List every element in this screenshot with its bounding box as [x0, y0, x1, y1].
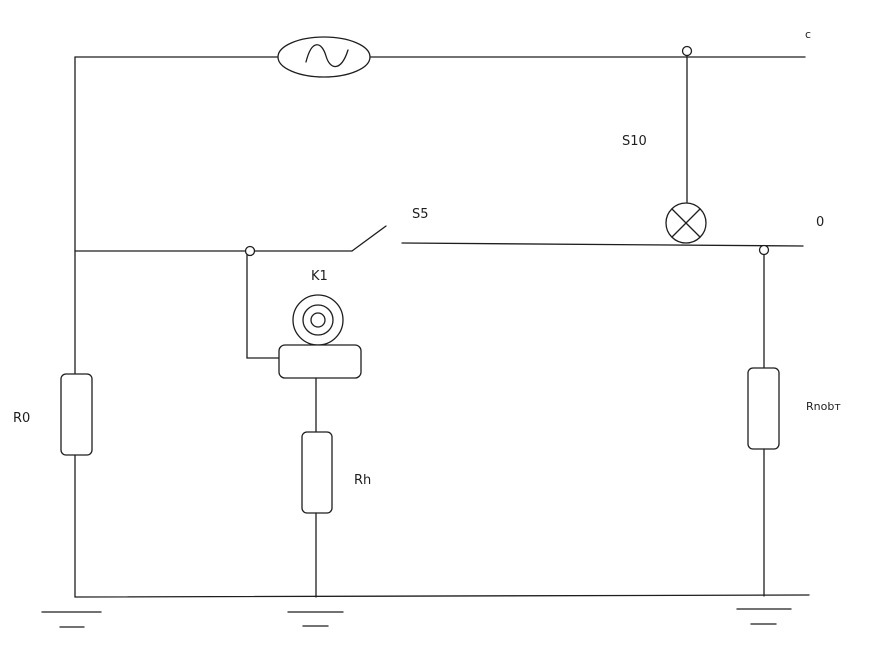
junction-rnobt: [758, 244, 770, 256]
label-phase-c: c: [805, 28, 811, 41]
label-s5: S5: [412, 207, 429, 222]
label-rnobt: Rnobт: [806, 400, 841, 413]
junction-k1: [244, 245, 256, 257]
resistor-rh: [301, 431, 333, 514]
label-s10: S10: [622, 134, 647, 149]
ground-icon: [287, 611, 344, 627]
ground-icon: [41, 611, 102, 628]
junction-s10-top: [681, 45, 693, 57]
label-r0: R0: [13, 411, 30, 426]
resistor-rnobt: [747, 367, 780, 450]
ground-icon: [736, 608, 792, 625]
neutral-line: [401, 242, 804, 247]
ac-source-icon: [277, 36, 371, 78]
switch-s5: [351, 225, 387, 252]
relay-k1: [278, 294, 362, 379]
ground-rail: [74, 594, 810, 598]
label-rh: Rh: [354, 473, 371, 488]
resistor-r0: [60, 373, 93, 456]
label-k1: K1: [311, 269, 328, 284]
label-neutral-0: 0: [816, 215, 824, 230]
lamp-icon: [665, 202, 707, 244]
